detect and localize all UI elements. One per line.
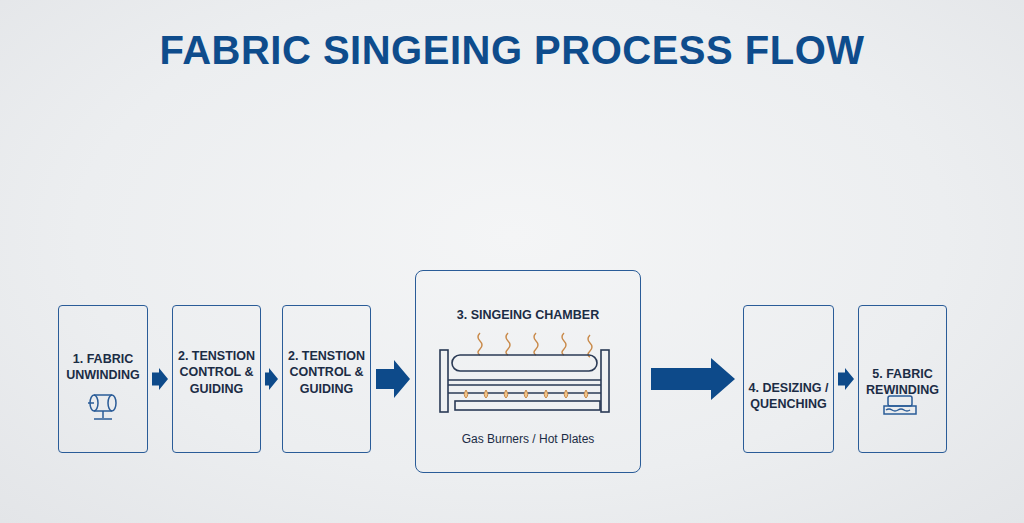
process-box: 2. TENSTION CONTROL & GUIDING — [172, 305, 261, 453]
rewinder-icon — [884, 396, 916, 414]
process-box: 5. FABRIC REWINDING — [858, 305, 947, 453]
flame — [584, 390, 588, 398]
unwinder-icon — [88, 395, 116, 419]
flow-arrow — [265, 368, 278, 390]
flow-arrow — [651, 358, 735, 400]
step-label: 2. TENSTION CONTROL & GUIDING — [283, 348, 370, 397]
flow-arrow — [152, 368, 168, 390]
singeing-machine — [440, 350, 609, 412]
flame — [464, 390, 468, 398]
heat-waves — [478, 333, 592, 357]
flow-arrow — [838, 368, 854, 390]
flow-arrow — [376, 360, 410, 398]
step-caption: Gas Burners / Hot Plates — [416, 432, 640, 446]
step-label: 4. DESIZING / QUENCHING — [744, 380, 833, 413]
flame — [484, 390, 488, 398]
flame — [544, 390, 548, 398]
process-box: 2. TENSTION CONTROL & GUIDING — [282, 305, 371, 453]
step-label: 5. FABRIC REWINDING — [859, 366, 946, 399]
burner-flames — [464, 390, 588, 398]
step-label: 3. SINGEING CHAMBER — [416, 307, 640, 323]
flame — [524, 390, 528, 398]
process-box: 3. SINGEING CHAMBER Gas Burners / Hot Pla… — [415, 270, 641, 473]
step-label: 2. TENSTION CONTROL & GUIDING — [173, 348, 260, 397]
flame — [504, 390, 508, 398]
step-label: 1. FABRIC UNWINDING — [59, 351, 147, 384]
flame — [564, 390, 568, 398]
diagram-title: FABRIC SINGEING PROCESS FLOW — [0, 28, 1024, 73]
process-box: 1. FABRIC UNWINDING — [58, 305, 148, 453]
process-box: 4. DESIZING / QUENCHING — [743, 305, 834, 453]
